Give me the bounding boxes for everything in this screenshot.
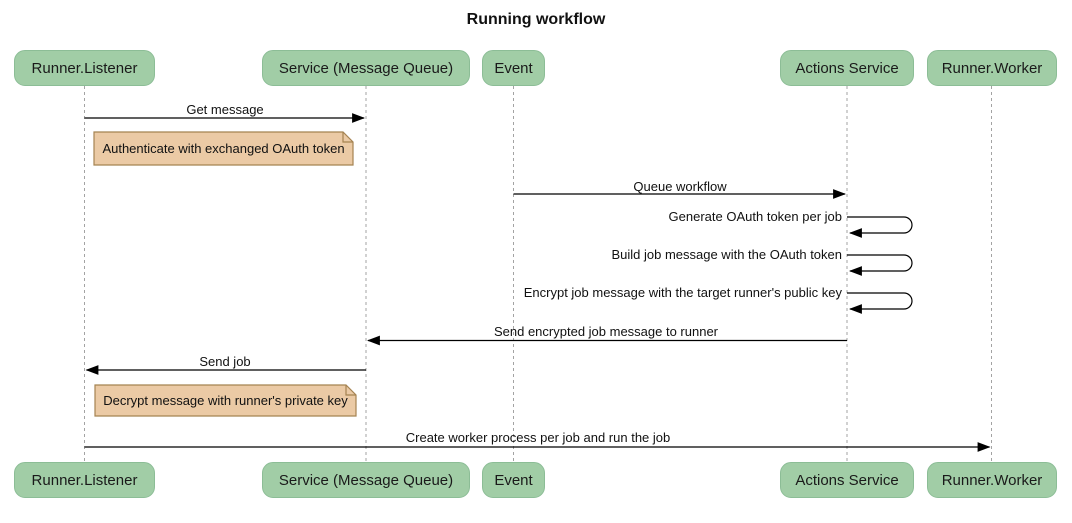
- actor-bottom-actions-service: Actions Service: [780, 462, 914, 498]
- actor-bottom-service-message-queue: Service (Message Queue): [262, 462, 470, 498]
- self-loop-build-job-message: [847, 254, 913, 276]
- message-label-queue-workflow: Queue workflow: [633, 179, 727, 194]
- note-decrypt-fold-icon: [345, 385, 356, 396]
- note-authenticate-shape: [93, 131, 354, 166]
- message-label-send-encrypted-job-message: Send encrypted job message to runner: [493, 324, 719, 339]
- message-label-generate-oauth-token: Generate OAuth token per job: [668, 209, 842, 224]
- actor-top-actions-service: Actions Service: [780, 50, 914, 86]
- actor-bottom-runner-listener: Runner.Listener: [14, 462, 155, 498]
- actor-top-service-message-queue: Service (Message Queue): [262, 50, 470, 86]
- note-authenticate-fold-icon: [342, 132, 353, 143]
- actor-top-runner-worker: Runner.Worker: [927, 50, 1057, 86]
- actor-top-runner-listener: Runner.Listener: [14, 50, 155, 86]
- message-label-build-job-message: Build job message with the OAuth token: [611, 247, 842, 262]
- actor-bottom-runner-worker: Runner.Worker: [927, 462, 1057, 498]
- note-decrypt-text: Decrypt message with runner's private ke…: [103, 393, 348, 408]
- self-loop-encrypt-job-message: [847, 292, 913, 314]
- note-decrypt-shape: [94, 384, 357, 417]
- actor-bottom-event: Event: [482, 462, 545, 498]
- message-label-get-message: Get message: [186, 102, 264, 117]
- actor-top-event: Event: [482, 50, 545, 86]
- message-label-send-job: Send job: [199, 354, 251, 369]
- message-label-encrypt-job-message: Encrypt job message with the target runn…: [523, 285, 842, 300]
- self-loop-generate-oauth-token: [847, 216, 913, 238]
- message-label-create-worker-process: Create worker process per job and run th…: [405, 430, 671, 445]
- note-authenticate-text: Authenticate with exchanged OAuth token: [102, 141, 345, 156]
- diagram-title: Running workflow: [466, 11, 606, 28]
